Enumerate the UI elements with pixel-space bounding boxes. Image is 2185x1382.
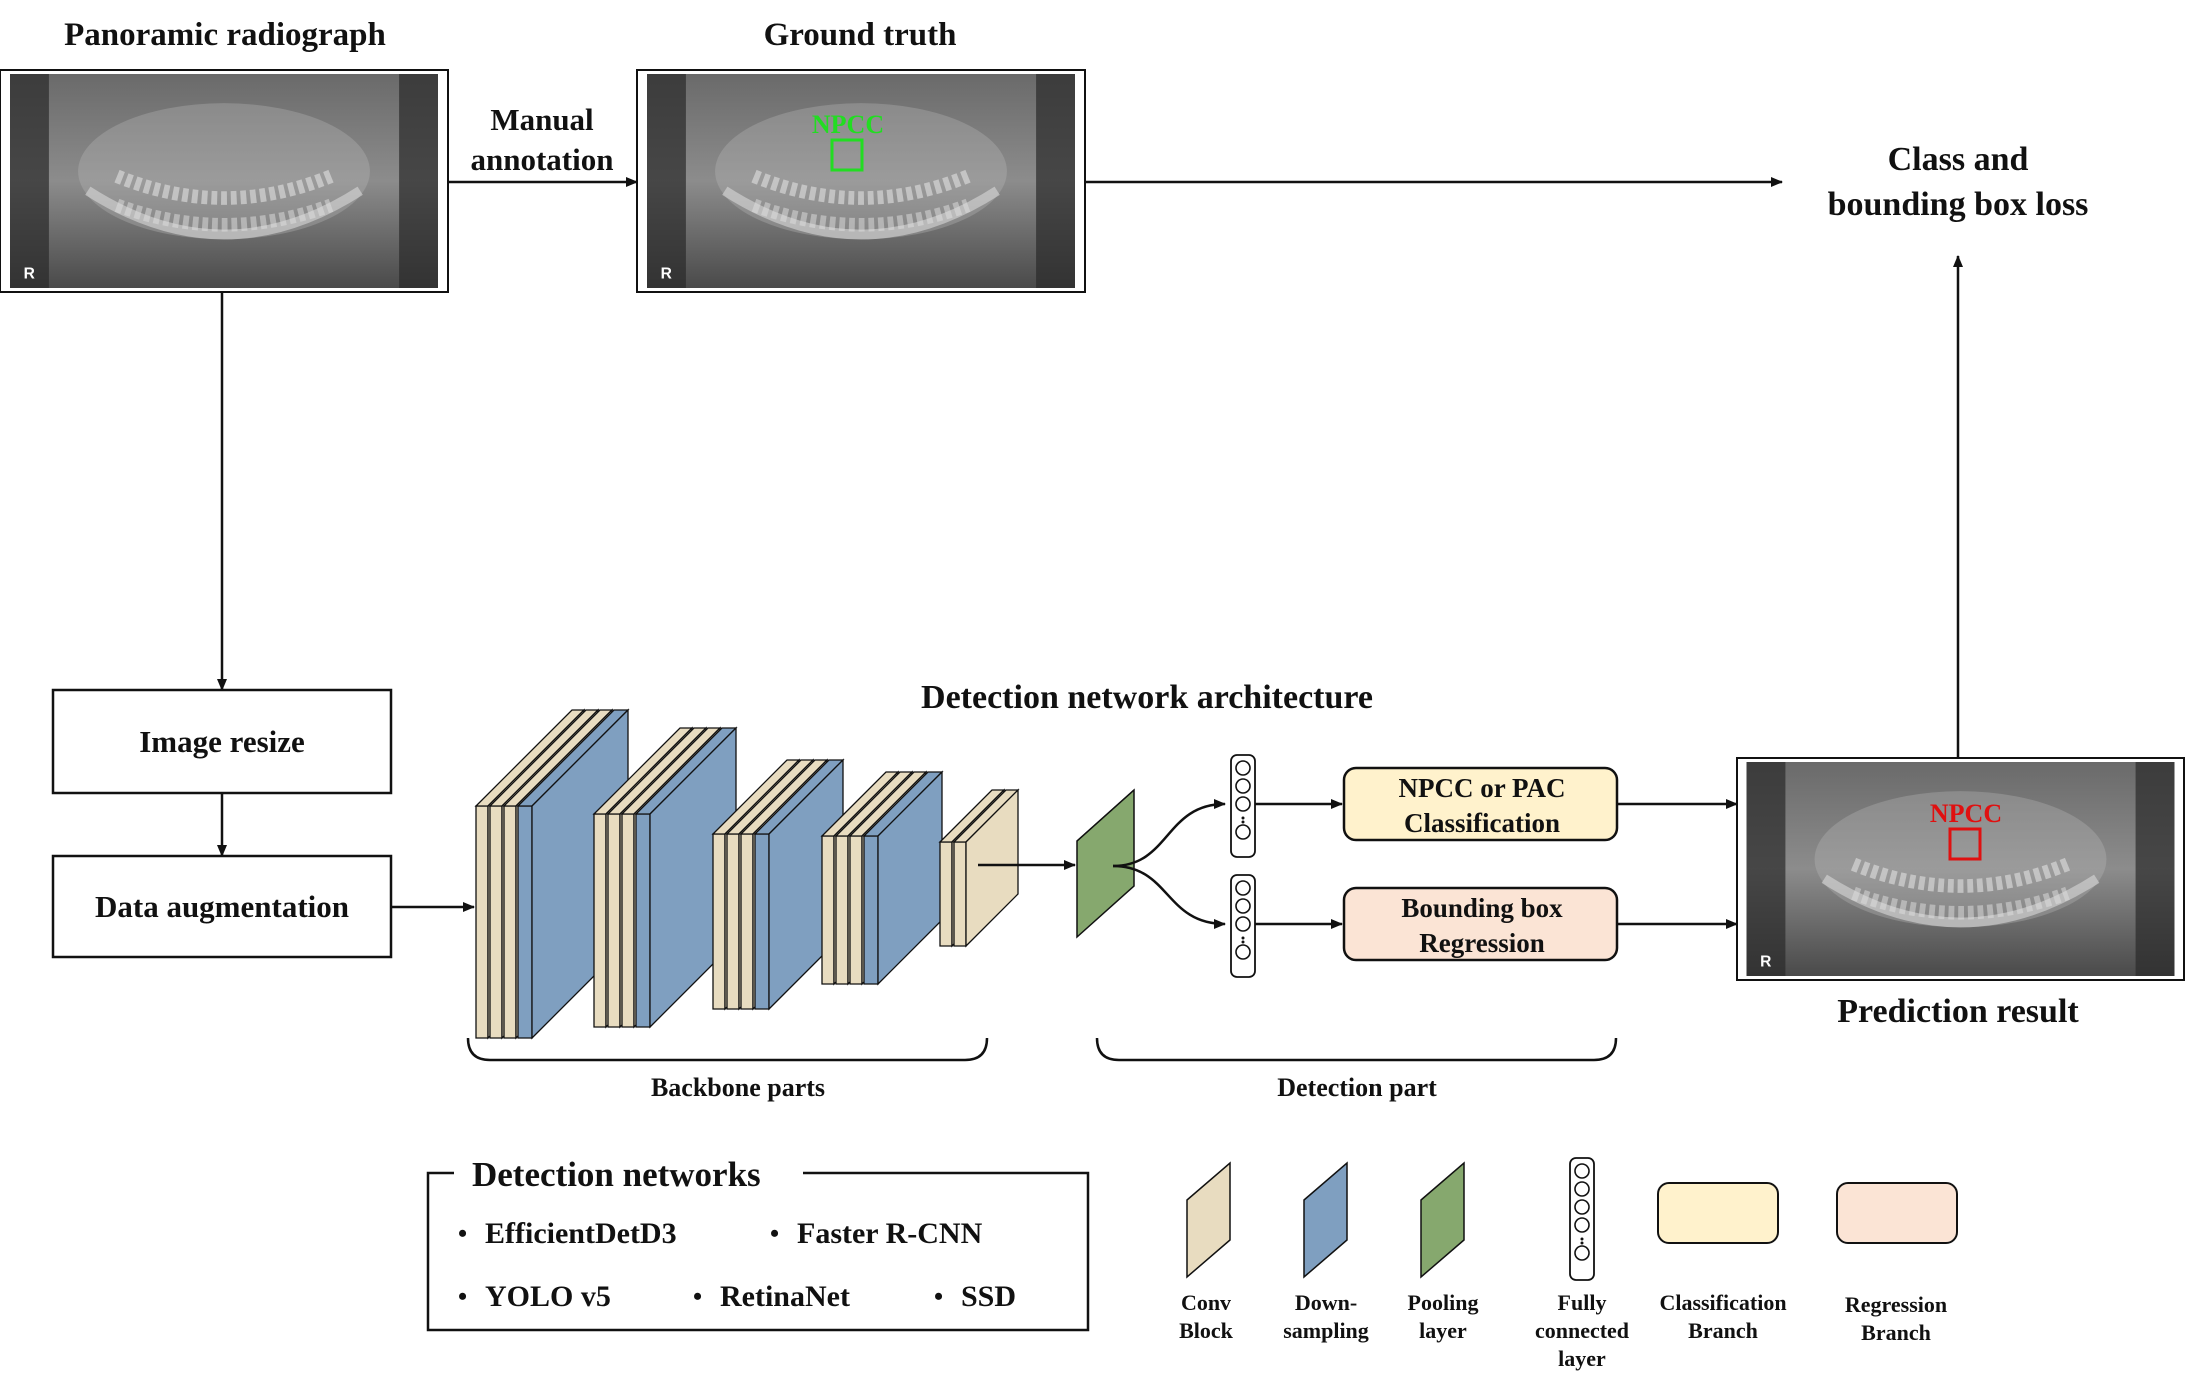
- manual-annotation-label-1: Manual: [490, 102, 594, 137]
- legend-label-reg-1: Regression: [1845, 1292, 1947, 1317]
- prediction-image: NPCC: [1736, 757, 2185, 981]
- branch-curve-lower: [1112, 864, 1226, 929]
- legend-fully-connected-icon: [1569, 1157, 1595, 1281]
- regression-label-1: Bounding box: [1401, 893, 1563, 923]
- branch-curve-upper: [1112, 799, 1226, 868]
- ground-truth-image: NPCC: [636, 69, 1086, 293]
- prediction-bbox: [1948, 827, 1982, 861]
- network-item-faster-rcnn: Faster R-CNN: [797, 1217, 983, 1250]
- ground-truth-bbox: [830, 138, 864, 172]
- legend-label-pool-1: Pooling: [1408, 1290, 1479, 1315]
- network-item-retinanet: RetinaNet: [720, 1280, 850, 1313]
- legend-downsampling-icon: [1303, 1161, 1348, 1279]
- legend-label-fc-1: Fully: [1558, 1290, 1607, 1315]
- pooling-layer: [1076, 788, 1135, 939]
- network-bullet: •: [458, 1219, 467, 1248]
- prediction-tag: NPCC: [1930, 799, 2002, 828]
- network-item-efficientdet: EfficientDetD3: [485, 1217, 677, 1250]
- legend-regression-swatch: [1836, 1182, 1958, 1244]
- legend: Conv Block Down- sampling Pooling layer …: [1179, 1157, 1958, 1371]
- class-loss-title-1: Class and: [1888, 141, 2029, 178]
- detection-arch-title: Detection network architecture: [921, 679, 1373, 716]
- ground-truth-title: Ground truth: [764, 17, 957, 53]
- legend-label-down-2: sampling: [1283, 1318, 1369, 1343]
- legend-conv-block-icon: [1186, 1161, 1231, 1279]
- network-bullet: •: [770, 1219, 779, 1248]
- legend-label-cls-1: Classification: [1659, 1290, 1786, 1315]
- classification-label-1: NPCC or PAC: [1399, 773, 1566, 803]
- detection-brace: [1095, 1037, 1618, 1062]
- legend-label-fc-3: layer: [1558, 1346, 1606, 1371]
- legend-label-conv-1: Conv: [1181, 1290, 1231, 1315]
- legend-label-down-1: Down-: [1295, 1290, 1357, 1315]
- backbone-brace: [466, 1037, 989, 1062]
- data-augmentation-label: Data augmentation: [95, 889, 349, 924]
- regression-label-2: Regression: [1419, 928, 1545, 958]
- legend-pooling-icon: [1420, 1161, 1465, 1279]
- network-item-yolo: YOLO v5: [485, 1280, 611, 1313]
- panoramic-image: [0, 69, 449, 293]
- prediction-title: Prediction result: [1837, 993, 2079, 1030]
- legend-label-fc-2: connected: [1535, 1318, 1629, 1343]
- backbone-layers: [474, 708, 1020, 1040]
- detection-part-label: Detection part: [1277, 1073, 1437, 1102]
- fc-layer-lower: [1230, 874, 1256, 978]
- network-bullet: •: [693, 1282, 702, 1311]
- fc-layer-upper: [1230, 754, 1256, 858]
- image-resize-box: [51, 688, 393, 795]
- legend-label-cls-2: Branch: [1688, 1318, 1758, 1343]
- image-resize-label: Image resize: [139, 724, 305, 759]
- class-loss-title-2: bounding box loss: [1828, 186, 2089, 223]
- panoramic-title: Panoramic radiograph: [64, 17, 386, 53]
- network-item-ssd: SSD: [961, 1280, 1016, 1313]
- detection-networks-title: Detection networks: [472, 1155, 761, 1194]
- downsampling-slab: [862, 770, 944, 986]
- network-bullet: •: [458, 1282, 467, 1311]
- legend-label-pool-2: layer: [1419, 1318, 1467, 1343]
- legend-label-reg-2: Branch: [1861, 1320, 1931, 1345]
- network-bullet: •: [934, 1282, 943, 1311]
- legend-label-conv-2: Block: [1179, 1318, 1234, 1343]
- classification-label-2: Classification: [1404, 808, 1560, 838]
- conv-block-slab: [952, 788, 1020, 948]
- detection-networks-box: Detection networks • EfficientDetD3 • Fa…: [426, 1155, 1090, 1332]
- backbone-label: Backbone parts: [651, 1073, 825, 1102]
- ground-truth-tag: NPCC: [812, 110, 884, 139]
- data-augmentation-box: [51, 854, 393, 959]
- legend-classification-swatch: [1657, 1182, 1779, 1244]
- manual-annotation-label-2: annotation: [471, 142, 614, 177]
